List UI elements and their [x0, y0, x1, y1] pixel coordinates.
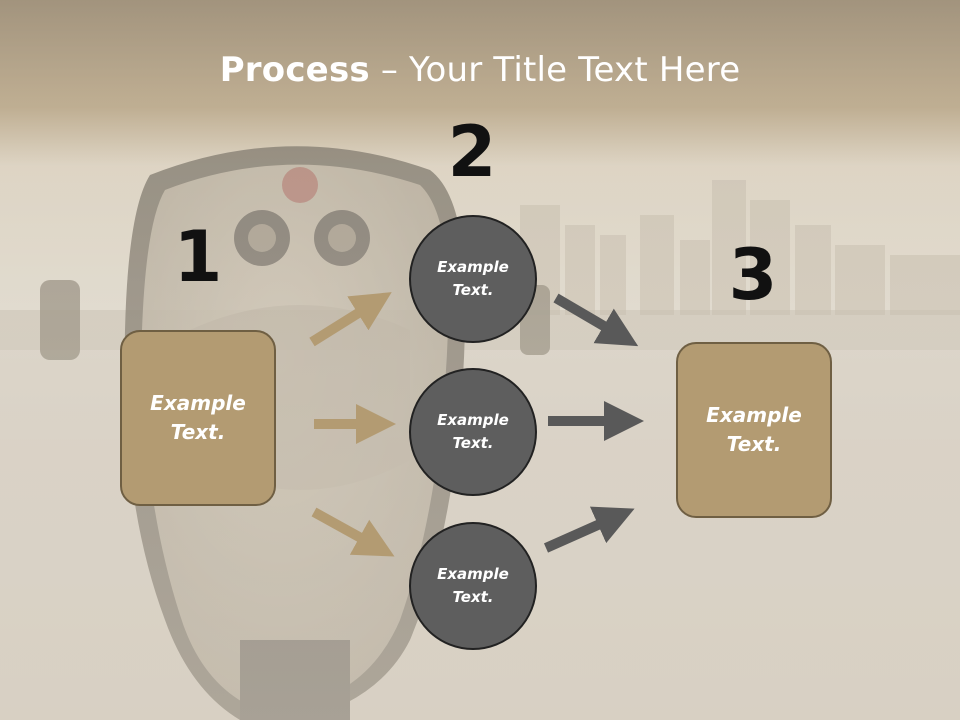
step-1-box: Example Text. [120, 330, 276, 506]
step-number-1: 1 [173, 216, 223, 298]
step-2-circle-bottom: Example Text. [409, 522, 537, 650]
arrow-left-up [309, 292, 392, 347]
step-3-box: Example Text. [676, 342, 832, 518]
step-number-2: 2 [447, 111, 497, 193]
title-rest: – Your Title Text Here [369, 50, 741, 90]
step-1-text: Example Text. [150, 391, 246, 444]
circle-bottom-text: Example Text. [437, 565, 509, 606]
title-bold: Process [219, 50, 370, 90]
arrow-right-up [543, 506, 635, 553]
slide-title: Process – Your Title Text Here [0, 50, 960, 90]
step-number-3: 3 [728, 234, 778, 316]
arrow-right-down [553, 293, 639, 347]
circle-middle-text: Example Text. [437, 411, 509, 452]
step-2-circle-top: Example Text. [409, 215, 537, 343]
circle-top-text: Example Text. [437, 258, 509, 299]
step-3-text: Example Text. [706, 403, 802, 456]
step-2-circle-middle: Example Text. [409, 368, 537, 496]
arrow-left-down [311, 507, 395, 557]
